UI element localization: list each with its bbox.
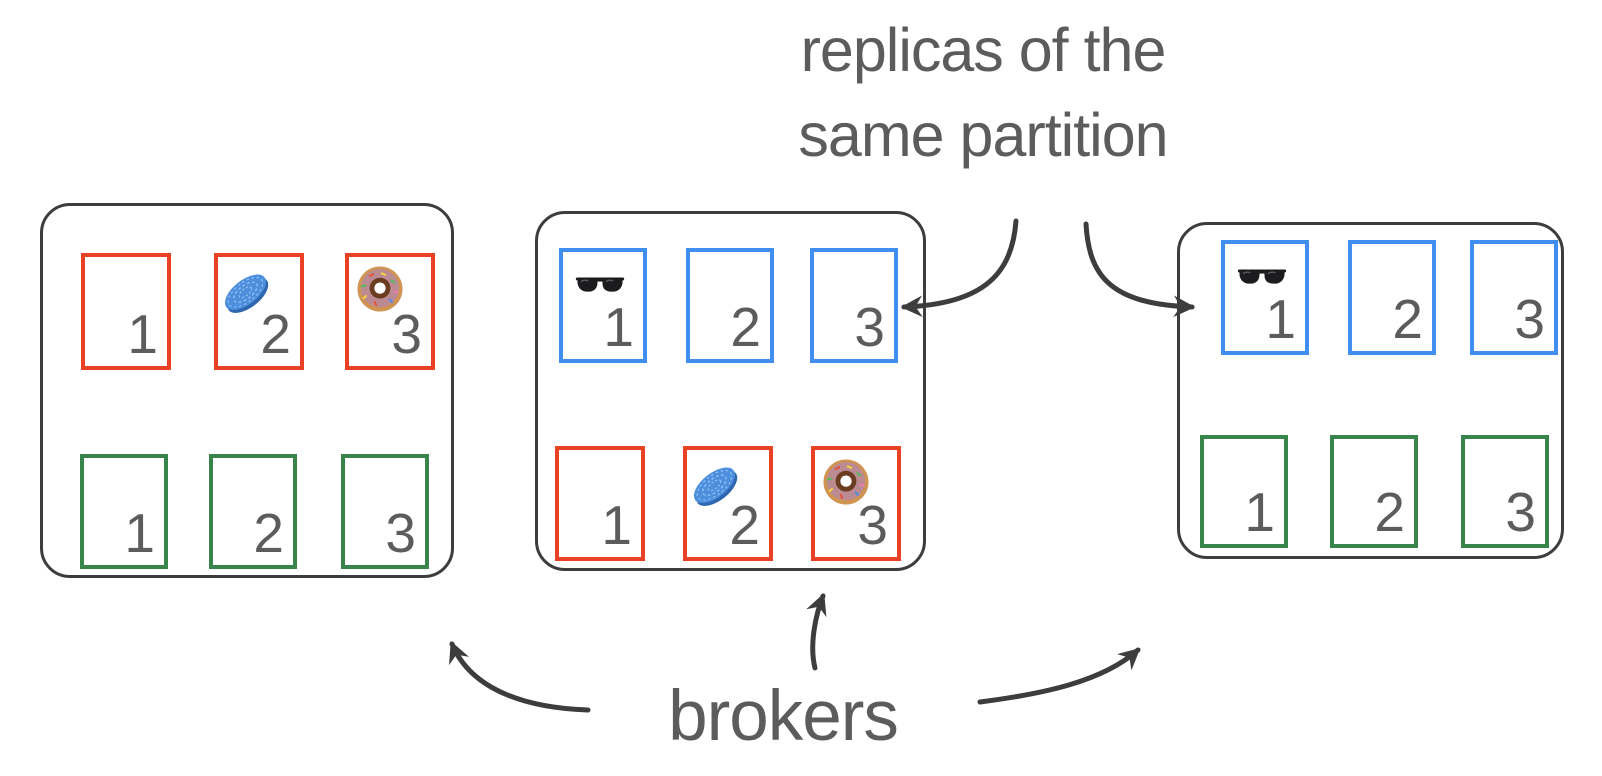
partition: 3 <box>341 454 429 569</box>
partition-number: 2 <box>1392 288 1423 350</box>
sunglasses-icon <box>1237 269 1287 284</box>
partition: 1 <box>1221 240 1309 355</box>
partition: 3 <box>811 446 901 561</box>
partition-number: 3 <box>1505 481 1536 543</box>
partition: 2 <box>1330 435 1418 548</box>
partition-number: 1 <box>603 296 634 358</box>
arrow-brokers-to-broker2 <box>806 592 827 671</box>
partition-number: 2 <box>730 296 761 358</box>
arrow-brokers-to-broker3 <box>977 647 1141 705</box>
partition: 2 <box>1348 240 1436 355</box>
partition: 2 <box>683 446 773 561</box>
sunglasses-icon <box>575 277 625 292</box>
partition: 2 <box>209 454 297 569</box>
partition: 3 <box>1461 435 1549 548</box>
donut-icon <box>823 459 869 505</box>
partition: 1 <box>81 253 171 370</box>
partition: 1 <box>80 454 168 569</box>
partition-number: 3 <box>854 296 885 358</box>
partition-number: 1 <box>1244 481 1275 543</box>
partition-number: 2 <box>1374 481 1405 543</box>
replicas-caption-line1: replicas of the <box>800 16 1167 84</box>
replicas-caption-line2: same partition <box>798 101 1168 170</box>
donut-icon <box>357 266 403 312</box>
partition: 3 <box>345 253 435 370</box>
partition: 3 <box>810 248 898 363</box>
partition: 1 <box>555 446 645 561</box>
flying-disc-icon <box>224 274 269 313</box>
partition-number: 3 <box>1514 288 1545 350</box>
partition-number: 1 <box>601 494 632 556</box>
broker-box-1: 1 2 <box>40 203 454 578</box>
partition-number: 3 <box>391 303 422 365</box>
replicas-caption: replicas of the same partition <box>688 8 1278 179</box>
partition: 1 <box>559 248 647 363</box>
arrow-brokers-to-broker1 <box>449 641 591 713</box>
partition-number: 1 <box>1265 288 1296 350</box>
flying-disc-icon <box>693 467 738 506</box>
partition-number: 1 <box>124 502 155 564</box>
broker-box-2: 1 2 3 1 2 <box>535 211 926 571</box>
partition-number: 3 <box>385 502 416 564</box>
partition: 2 <box>686 248 774 363</box>
partition-number: 2 <box>260 303 291 365</box>
partition-number: 1 <box>127 303 158 365</box>
brokers-caption: brokers <box>668 677 899 756</box>
partition-number: 2 <box>729 494 760 556</box>
partition: 1 <box>1200 435 1288 548</box>
partition: 3 <box>1470 240 1558 355</box>
broker-box-3: 1 2 3 1 2 3 <box>1177 222 1564 559</box>
partition-number: 3 <box>857 494 888 556</box>
partition-number: 2 <box>253 502 284 564</box>
partition: 2 <box>214 253 304 370</box>
